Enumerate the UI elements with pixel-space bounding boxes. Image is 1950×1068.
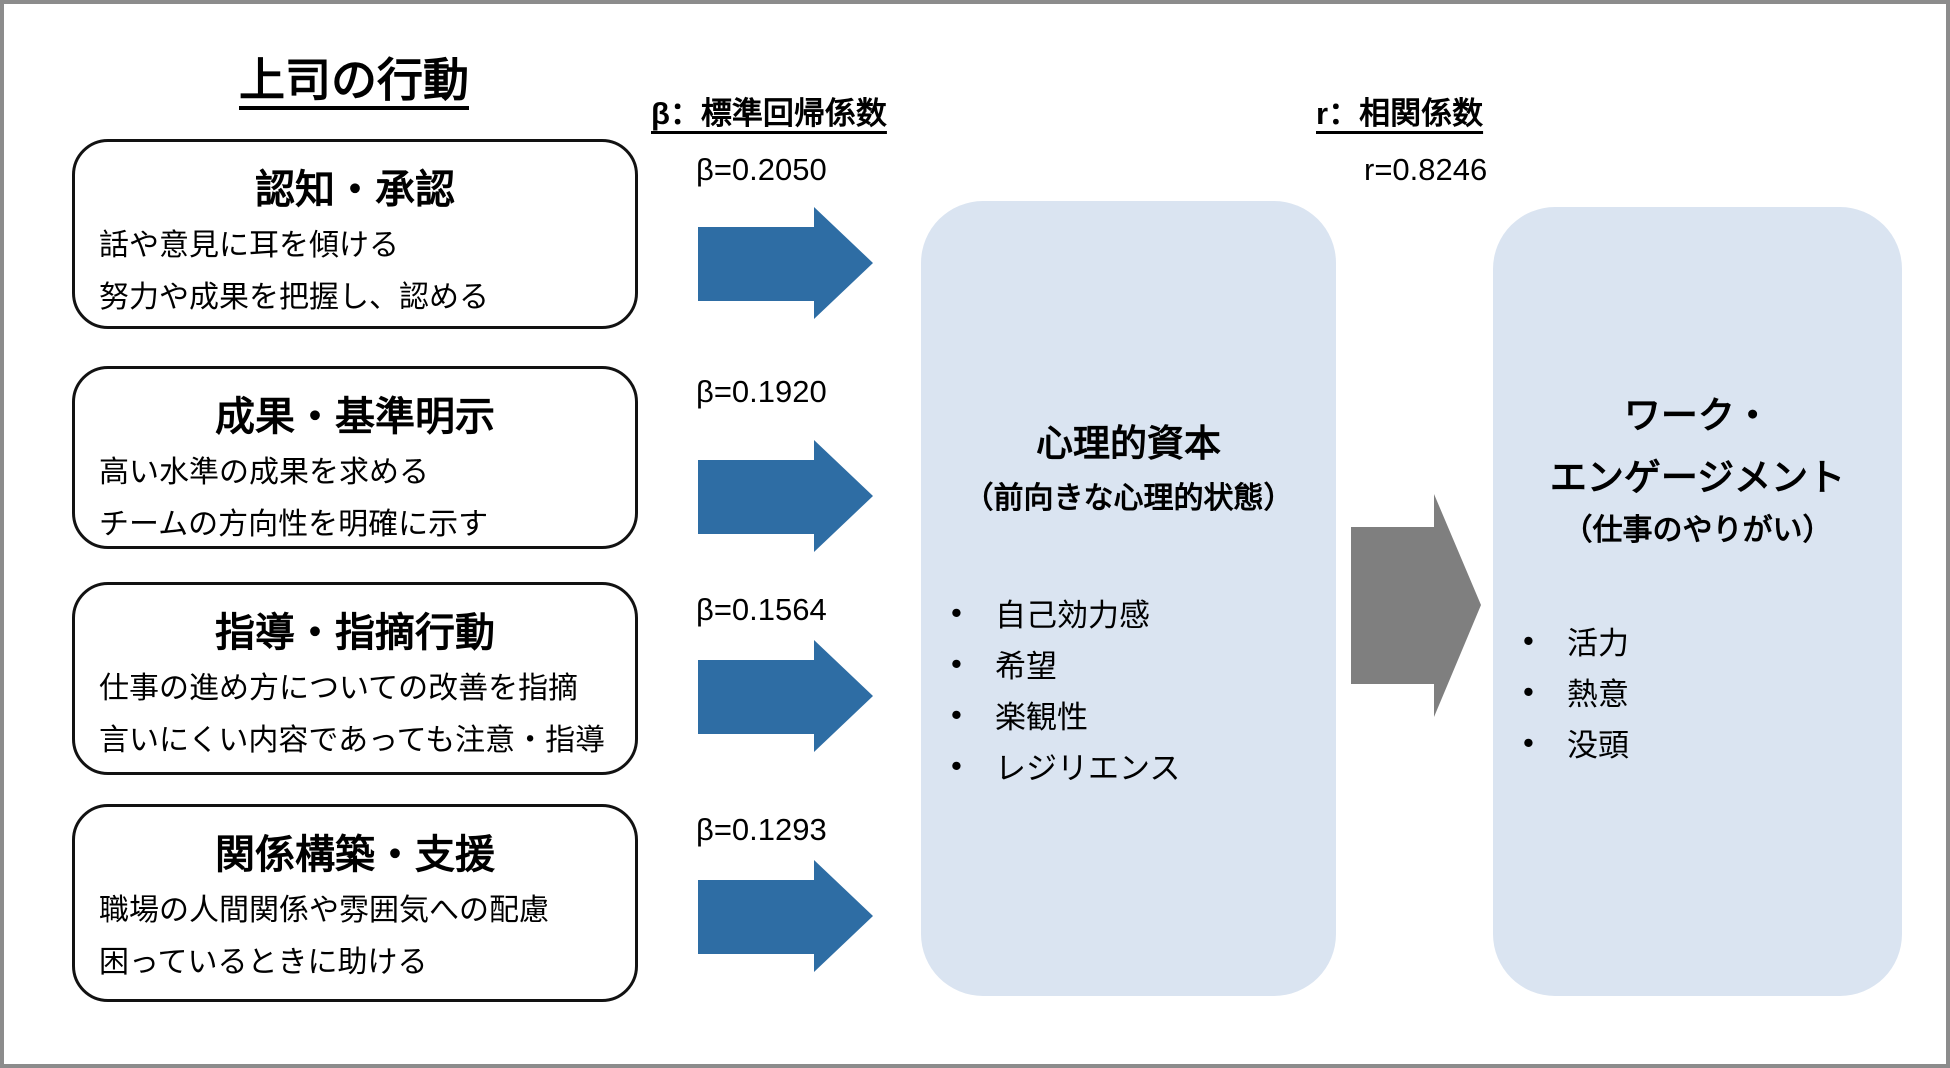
behavior-heading: 成果・基準明示 <box>215 395 495 439</box>
r-value: r=0.8246 <box>1364 152 1488 187</box>
work-engagement-item: 熱意 <box>1493 666 1902 717</box>
behavior-detail-line: 仕事の進め方についての改善を指摘 <box>99 672 579 705</box>
psych-capital-list: 自己効力感 希望 楽観性 レジリエンス <box>921 587 1336 791</box>
behavior-box-guidance: 指導・指摘行動 仕事の進め方についての改善を指摘 言いにくい内容であっても注意・… <box>72 582 638 775</box>
arrow-right-icon-1 <box>698 207 873 319</box>
psych-capital-item: 自己効力感 <box>921 587 1336 638</box>
behavior-heading: 認知・承認 <box>255 168 455 212</box>
behavior-detail-line: 努力や成果を把握し、認める <box>99 281 489 314</box>
arrow-right-icon-3 <box>698 640 873 752</box>
behavior-heading: 関係構築・支援 <box>215 833 495 877</box>
behavior-box-relationship: 関係構築・支援 職場の人間関係や雰囲気への配慮 困っているときに助ける <box>72 804 638 1002</box>
work-engagement-box: ワーク・ エンゲージメント （仕事のやりがい） 活力 熱意 没頭 <box>1493 207 1902 996</box>
behavior-detail-line: 職場の人間関係や雰囲気への配慮 <box>99 894 549 927</box>
psych-capital-subtitle: （前向きな心理的状態） <box>963 482 1294 515</box>
behavior-box-recognition: 認知・承認 話や意見に耳を傾ける 努力や成果を把握し、認める <box>72 139 638 329</box>
beta-value-3: β=0.1564 <box>696 592 827 627</box>
arrow-right-icon-4 <box>698 860 873 972</box>
psych-capital-item: レジリエンス <box>921 740 1336 791</box>
psych-capital-item: 希望 <box>921 638 1336 689</box>
work-engagement-subtitle: （仕事のやりがい） <box>1562 514 1833 547</box>
behavior-detail-line: 話や意見に耳を傾ける <box>99 229 399 262</box>
gray-arrow-right-icon <box>1351 494 1481 717</box>
work-engagement-title-line2: エンゲージメント <box>1549 457 1846 498</box>
psych-capital-item: 楽観性 <box>921 689 1336 740</box>
work-engagement-title-line1: ワーク・ <box>1623 395 1772 436</box>
behavior-detail-line: 高い水準の成果を求める <box>99 456 429 489</box>
work-engagement-list: 活力 熱意 没頭 <box>1493 615 1902 768</box>
beta-value-2: β=0.1920 <box>696 374 827 409</box>
behavior-detail-line: 困っているときに助ける <box>99 946 428 979</box>
work-engagement-item: 没頭 <box>1493 717 1902 768</box>
page-title: 上司の行動 <box>239 54 469 106</box>
beta-legend-label: β：標準回帰係数 <box>651 96 887 131</box>
beta-value-1: β=0.2050 <box>696 152 827 187</box>
behavior-heading: 指導・指摘行動 <box>215 611 495 655</box>
behavior-box-standards: 成果・基準明示 高い水準の成果を求める チームの方向性を明確に示す <box>72 366 638 549</box>
beta-value-4: β=0.1293 <box>696 812 827 847</box>
r-legend-label: r：相関係数 <box>1316 96 1484 131</box>
psych-capital-title: 心理的資本 <box>1036 423 1221 464</box>
work-engagement-title: ワーク・ エンゲージメント <box>1493 385 1902 509</box>
arrow-right-icon-2 <box>698 440 873 552</box>
behavior-detail-line: 言いにくい内容であっても注意・指導 <box>99 724 606 757</box>
psychological-capital-box: 心理的資本 （前向きな心理的状態） 自己効力感 希望 楽観性 レジリエンス <box>921 201 1336 996</box>
behavior-detail-line: チームの方向性を明確に示す <box>99 508 489 541</box>
work-engagement-item: 活力 <box>1493 615 1902 666</box>
